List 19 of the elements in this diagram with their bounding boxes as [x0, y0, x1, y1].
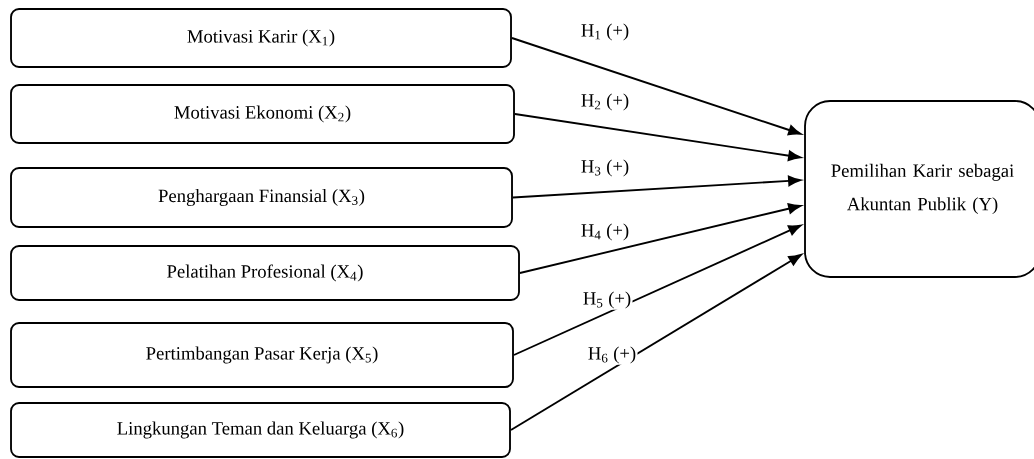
factor-box: Penghargaan Finansial (X$_{3}$) [10, 167, 513, 228]
factor-box: Motivasi Karir (X$_{1}$) [10, 8, 512, 68]
arrow [510, 254, 802, 431]
arrow [512, 175, 802, 199]
factor-box: Pertimbangan Pasar Kerja (X$_{5}$) [10, 322, 514, 388]
edge-label: H$_{5}$ (+) [581, 290, 633, 310]
arrow [511, 37, 802, 136]
factor-box: Lingkungan Teman dan Keluarga (X$_{6}$) [10, 402, 511, 458]
edge-label: H$_{1}$ (+) [579, 22, 631, 42]
arrow [519, 203, 802, 274]
edge-label: H$_{4}$ (+) [579, 222, 631, 242]
edge-label: H$_{6}$ (+) [586, 345, 638, 365]
arrow [513, 224, 802, 356]
arrow [514, 113, 802, 161]
factor-box: Motivasi Ekonomi (X$_{2}$) [10, 84, 515, 144]
factor-box: Pelatihan Profesional (X$_{4}$) [10, 245, 520, 301]
edge-label: H$_{3}$ (+) [579, 158, 631, 178]
outcome-box: Pemilihan Karir sebagai Akuntan Publik (Y) [804, 100, 1034, 278]
edge-label: H$_{2}$ (+) [579, 92, 631, 112]
